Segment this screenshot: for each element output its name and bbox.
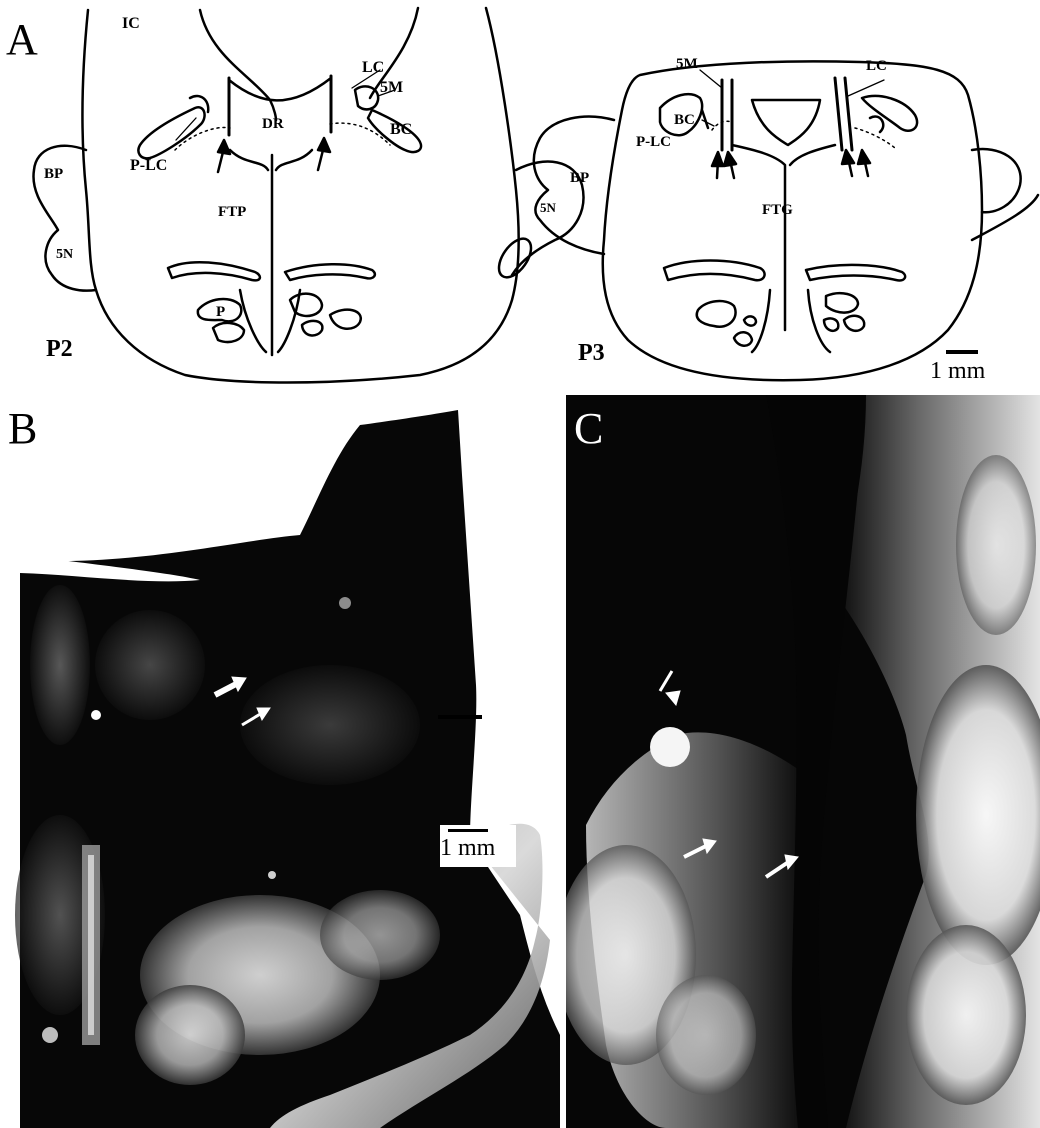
scale-bar-a-label: 1 mm bbox=[930, 358, 986, 384]
label-5n-p3: 5N bbox=[540, 200, 557, 215]
section-p2-outline bbox=[33, 8, 583, 383]
level-p3: P3 bbox=[578, 340, 605, 366]
panel-b-micrograph bbox=[0, 395, 560, 1128]
level-p2: P2 bbox=[46, 336, 73, 362]
label-bc-p2: BC bbox=[390, 121, 412, 138]
panel-a: A bbox=[0, 0, 1040, 385]
scale-bar-b-rule bbox=[448, 829, 488, 832]
label-5m-p2: 5M bbox=[380, 79, 403, 96]
label-5n-p2: 5N bbox=[56, 247, 73, 262]
label-ftg: FTG bbox=[762, 202, 793, 218]
label-bc-p3: BC bbox=[674, 112, 695, 128]
label-plc-p2: P-LC bbox=[130, 157, 167, 174]
label-bp-p2: BP bbox=[44, 166, 63, 182]
label-plc-p3: P-LC bbox=[636, 134, 671, 150]
scale-bar-b-line bbox=[438, 715, 482, 719]
panel-b: B bbox=[0, 395, 560, 1128]
scale-bar-b-label: 1 mm bbox=[440, 835, 495, 862]
label-ic: IC bbox=[122, 15, 140, 32]
panel-a-drawing: IC LC 5M DR BC P-LC BP FTP 5N P P2 5M LC… bbox=[0, 0, 1040, 385]
panel-c-letter: C bbox=[574, 407, 603, 451]
label-p: P bbox=[216, 304, 225, 320]
section-p3-outline bbox=[534, 61, 1038, 380]
label-dr: DR bbox=[262, 116, 284, 132]
label-bp-p3: BP bbox=[570, 170, 589, 186]
scale-bar-b: 1 mm bbox=[440, 825, 516, 867]
panel-c: C bbox=[566, 395, 1040, 1128]
panel-c-micrograph bbox=[566, 395, 1040, 1128]
label-5m-p3: 5M bbox=[676, 56, 698, 72]
label-ftp: FTP bbox=[218, 204, 246, 220]
label-lc-p2: LC bbox=[362, 59, 384, 76]
label-lc-p3: LC bbox=[866, 58, 887, 74]
